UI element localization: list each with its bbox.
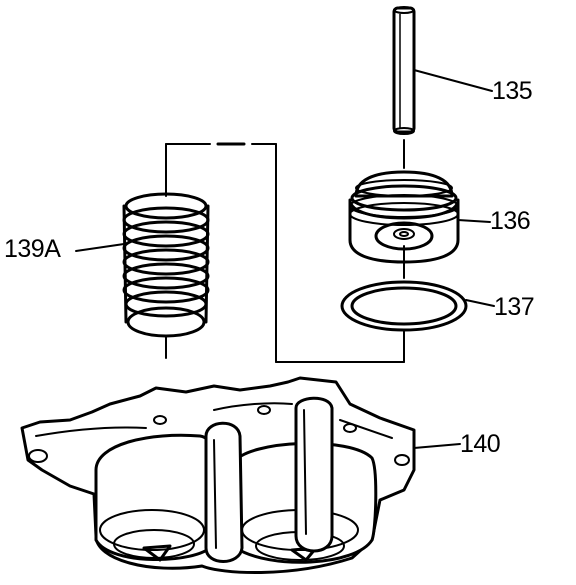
callout-140: 140	[460, 430, 501, 458]
leader-139a	[75, 243, 125, 252]
leader-137	[465, 299, 495, 307]
leader-140	[413, 443, 461, 449]
pin-135	[392, 6, 416, 135]
leader-135	[413, 69, 493, 92]
spring-139a	[122, 192, 210, 338]
callout-136: 136	[490, 207, 531, 235]
piston-136	[348, 170, 460, 264]
o-ring-137	[340, 280, 468, 332]
callout-137: 137	[494, 293, 535, 321]
leader-136	[457, 219, 491, 223]
housing-140	[20, 376, 416, 575]
callout-135: 135	[492, 77, 533, 105]
assembly-path	[165, 142, 405, 363]
callout-139a: 139A	[4, 235, 61, 263]
